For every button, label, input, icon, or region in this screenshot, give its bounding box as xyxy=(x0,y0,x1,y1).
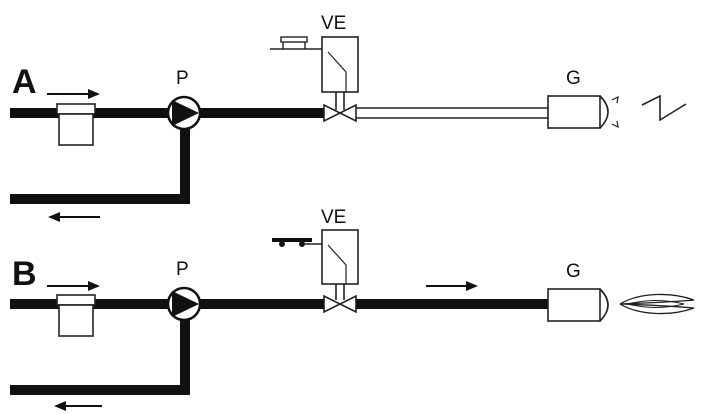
row-b: B P VE G xyxy=(10,207,695,411)
pump-b xyxy=(166,286,202,322)
filter-b xyxy=(56,294,96,337)
flame-icon xyxy=(619,293,695,315)
pump-outlet-pipe-a xyxy=(196,108,324,118)
row-label-a: A xyxy=(12,63,37,101)
pump-outlet-pipe-b xyxy=(196,299,324,309)
spark-icon xyxy=(641,94,687,122)
flow-arrow-out-a xyxy=(48,212,100,222)
burner-b xyxy=(547,288,609,322)
switch-closed-b xyxy=(272,238,322,247)
return-pipe-b xyxy=(10,385,190,395)
row-label-b: B xyxy=(12,255,37,293)
return-pipe-vertical-a xyxy=(180,124,190,204)
pump-label-b: P xyxy=(176,259,189,280)
flow-arrow-burner-b xyxy=(426,281,478,291)
burner-a xyxy=(547,95,619,129)
burner-label-a: G xyxy=(566,68,581,89)
empty-pipe-a xyxy=(356,107,548,119)
solenoid-valve-a xyxy=(321,36,359,123)
pump-a xyxy=(166,95,202,131)
flow-arrow-in-a xyxy=(47,89,100,99)
valve-label-b: VE xyxy=(321,207,346,228)
filter-a xyxy=(56,103,96,146)
switch-open-a xyxy=(270,36,322,50)
burner-feed-pipe-b xyxy=(356,299,548,309)
row-a: A P VE G xyxy=(10,13,687,222)
return-pipe-vertical-b xyxy=(180,315,190,395)
pump-label-a: P xyxy=(176,68,189,89)
solenoid-valve-b xyxy=(321,229,359,314)
flow-arrow-out-b xyxy=(54,401,102,411)
burner-label-b: G xyxy=(566,261,581,282)
flow-arrow-in-b xyxy=(47,281,100,291)
return-pipe-a xyxy=(10,194,190,204)
valve-label-a: VE xyxy=(321,13,346,34)
